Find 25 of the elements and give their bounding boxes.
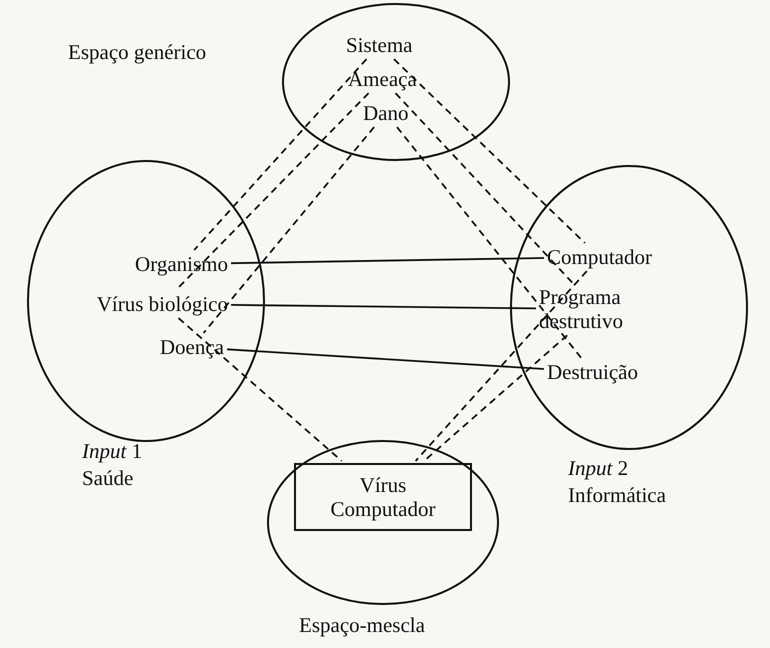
space-caption: Espaço genérico <box>68 39 206 66</box>
term-label: Organismo <box>134 252 229 276</box>
space-caption: Input 1 Saúde <box>82 438 144 492</box>
term-label: Programa destrutivo <box>538 285 656 334</box>
dashed-connector <box>424 334 568 462</box>
connector-line <box>231 304 536 310</box>
dashed-connector <box>202 126 375 334</box>
dashed-connector <box>394 92 574 284</box>
term-label: Sistema <box>345 33 414 58</box>
term-label: Destruição <box>546 360 639 384</box>
term-label: Vírus biológico <box>96 292 229 316</box>
connector-line <box>226 348 544 370</box>
connector-line <box>230 257 544 264</box>
term-label: Computador <box>546 245 653 270</box>
blend-box: Vírus Computador <box>294 463 472 532</box>
space-caption: Espaço-mescla <box>299 612 425 639</box>
dashed-connector <box>178 317 342 462</box>
term-label: Dano <box>362 101 410 126</box>
space-caption: Input 2 Informática <box>568 455 667 510</box>
dashed-connector <box>414 270 588 462</box>
dashed-connector <box>396 126 582 359</box>
term-label: Doença <box>158 335 225 360</box>
dashed-connector <box>194 58 368 251</box>
term-label: Ameaça <box>347 67 418 92</box>
dashed-connector <box>393 58 586 244</box>
